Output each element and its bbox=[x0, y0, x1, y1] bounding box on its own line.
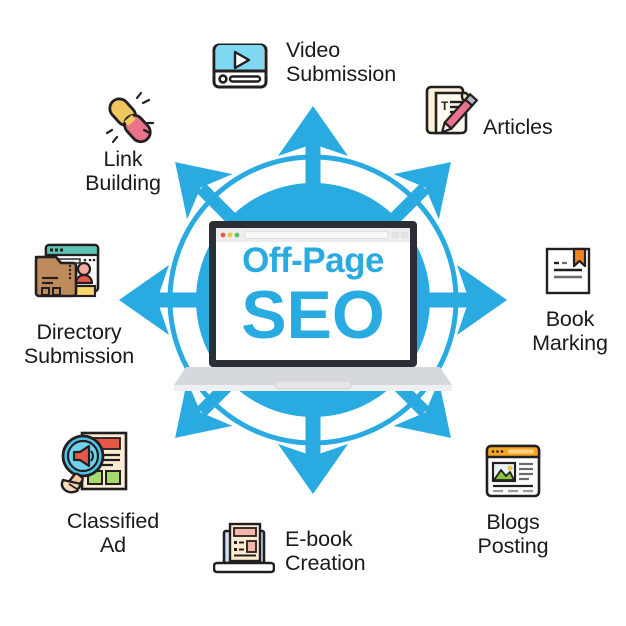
laptop-document-icon bbox=[213, 522, 275, 574]
laptop-deck bbox=[174, 367, 452, 385]
node-label-blogs-posting: Blogs Posting bbox=[477, 510, 549, 559]
traffic-light-green-icon bbox=[234, 232, 240, 238]
traffic-light-red-icon bbox=[220, 232, 226, 238]
node-label-link-building: Link Building bbox=[85, 147, 161, 196]
laptop-trackpad bbox=[274, 380, 352, 390]
browser-article-icon bbox=[485, 444, 541, 498]
node-label-classified-ad: Classified Ad bbox=[66, 509, 160, 558]
traffic-light-yellow-icon bbox=[227, 232, 233, 238]
bookmark-page-icon bbox=[545, 247, 591, 295]
node-label-articles: Articles bbox=[483, 115, 553, 139]
headline-main: SEO bbox=[241, 277, 385, 353]
chain-links-icon bbox=[105, 91, 155, 144]
magnifier-megaphone-icon bbox=[60, 431, 128, 494]
browser-control-2-icon bbox=[401, 232, 408, 238]
laptop-screen bbox=[216, 228, 410, 360]
headline-top: Off-Page bbox=[242, 241, 384, 280]
document-pencil-icon: T bbox=[425, 85, 479, 135]
node-label-video-submission: Video Submission bbox=[286, 38, 397, 87]
browser-control-icon bbox=[392, 232, 399, 238]
folder-browser-profile-icon bbox=[34, 243, 100, 298]
node-label-ebook-creation: E-book Creation bbox=[285, 527, 366, 576]
browser-address-bar bbox=[244, 231, 389, 239]
video-player-icon bbox=[212, 43, 268, 89]
node-label-book-marking: Book Marking bbox=[532, 307, 608, 356]
node-label-directory-submission: Directory Submission bbox=[23, 320, 135, 369]
center-headline: Off-Page SEO bbox=[213, 243, 413, 349]
svg-text:T: T bbox=[441, 99, 449, 113]
